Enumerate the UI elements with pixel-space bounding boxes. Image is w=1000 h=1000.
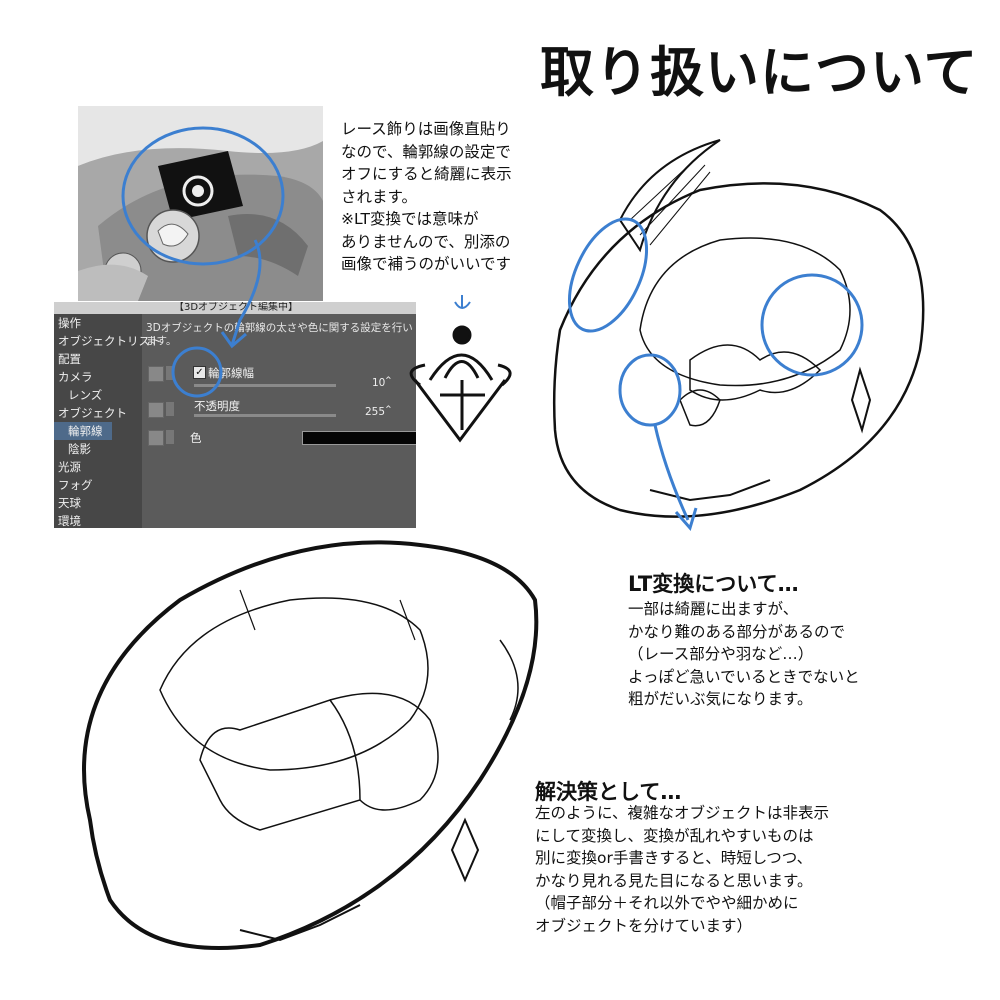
- spinner-icon[interactable]: ⌃: [384, 375, 393, 387]
- expand-icon[interactable]: [166, 430, 174, 444]
- color-label: 色: [190, 431, 202, 445]
- visibility-toggle-icon[interactable]: [148, 366, 164, 382]
- annotation-arrow: [454, 295, 471, 309]
- lt-conversion-heading: LT変換について…: [628, 572, 799, 596]
- lt-conversion-body: 一部は綺麗に出ますが、 かなり難のある部分があるので （レース部分や羽など…） …: [628, 600, 860, 708]
- annotation-arrow: [230, 239, 262, 346]
- solution-heading: 解決策として…: [535, 780, 682, 804]
- menu-item[interactable]: 天球: [58, 496, 81, 510]
- annotation-circle: [567, 217, 649, 333]
- outline-width-slider[interactable]: [194, 384, 336, 387]
- category-menu: 操作オブジェクトリスト配置カメラレンズオブジェクト輪郭線陰影光源フォグ天球環境: [54, 314, 162, 528]
- menu-item[interactable]: 操作: [58, 316, 81, 330]
- opacity-label: 不透明度: [194, 399, 240, 413]
- solution-body: 左のように、複雑なオブジェクトは非表示 にして変換し、変換が乱れやすいものは 別…: [535, 804, 830, 935]
- panel-description: 3Dオブジェクトの輪郭線の太さや色に関する設定を行います。: [146, 322, 413, 347]
- lace-ornament-icon: [409, 325, 512, 443]
- hat-separated-objects-illustration: [82, 540, 539, 950]
- menu-item[interactable]: オブジェクト: [58, 406, 127, 420]
- opacity-slider[interactable]: [194, 414, 336, 417]
- visibility-toggle-icon[interactable]: [148, 402, 164, 418]
- hat-lt-converted-illustration: [552, 139, 925, 518]
- outline-width-checkbox[interactable]: ✓: [193, 366, 206, 379]
- menu-item[interactable]: 陰影: [68, 442, 91, 456]
- menu-item[interactable]: レンズ: [68, 388, 103, 402]
- outline-width-value[interactable]: 10: [372, 377, 386, 389]
- render-preview: [78, 106, 323, 301]
- lace-note: レース飾りは画像直貼り なので、輪郭線の設定で オフにすると綺麗に表示 されます…: [341, 120, 512, 273]
- annotation-arrow: [653, 424, 690, 521]
- opacity-value[interactable]: 255: [365, 406, 386, 418]
- expand-icon[interactable]: [166, 402, 174, 416]
- annotation-circle: [618, 353, 682, 427]
- panel-header: 【3Dオブジェクト編集中】: [54, 302, 416, 314]
- menu-item[interactable]: フォグ: [58, 478, 93, 492]
- menu-item[interactable]: オブジェクトリスト: [58, 334, 162, 348]
- page-title: 取り扱いについて: [540, 41, 979, 104]
- annotation-circle: [760, 273, 864, 377]
- menu-item[interactable]: カメラ: [58, 370, 93, 384]
- outline-color-swatch[interactable]: [302, 431, 416, 445]
- outline-settings-panel: 【3Dオブジェクト編集中】 操作オブジェクトリスト配置カメラレンズオブジェクト輪…: [54, 302, 416, 528]
- menu-item[interactable]: 輪郭線: [54, 422, 112, 440]
- expand-icon[interactable]: [166, 366, 174, 380]
- visibility-toggle-icon[interactable]: [148, 430, 164, 446]
- hat-render-illustration: [78, 106, 323, 301]
- menu-item[interactable]: 環境: [58, 514, 81, 528]
- menu-item[interactable]: 光源: [58, 460, 81, 474]
- menu-item[interactable]: 配置: [58, 352, 81, 366]
- annotation-circle: [171, 346, 223, 398]
- spinner-icon[interactable]: ⌃: [384, 404, 393, 416]
